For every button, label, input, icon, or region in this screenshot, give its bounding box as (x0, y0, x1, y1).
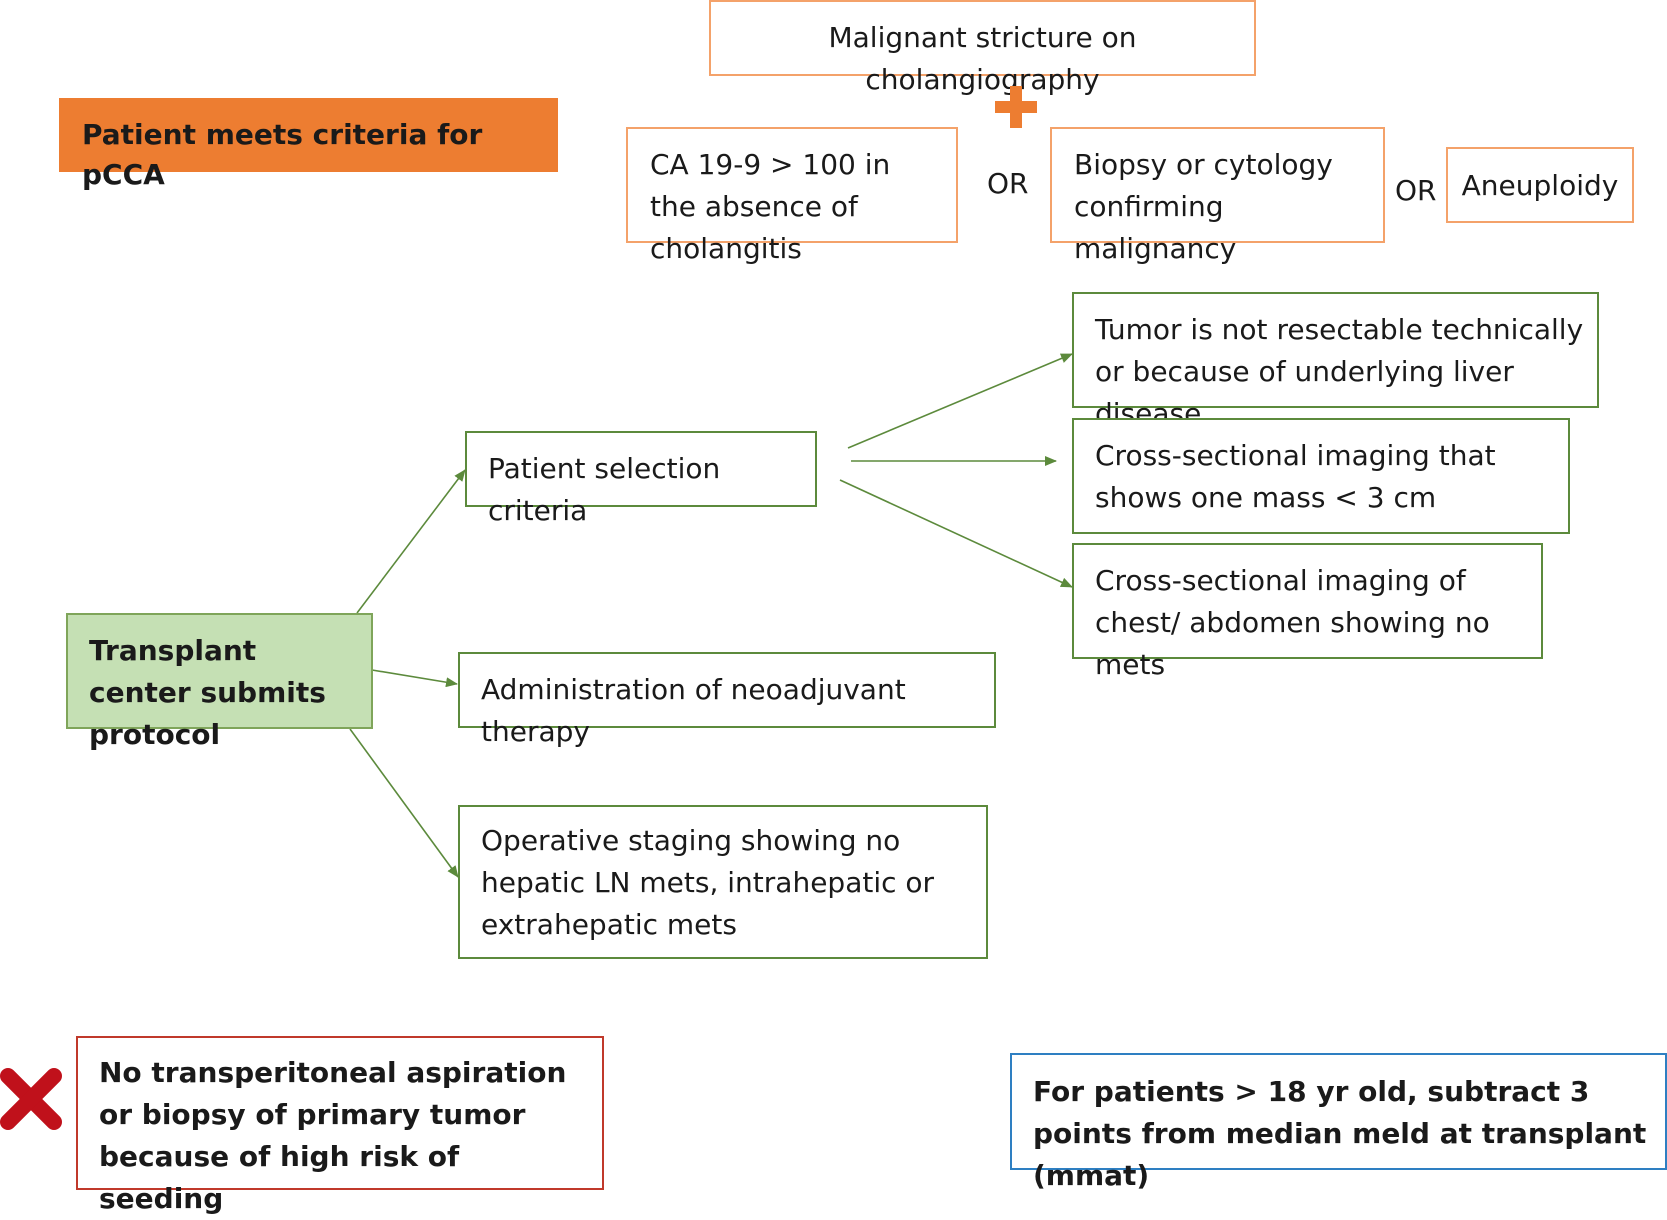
arrow-center-to-operative (349, 728, 459, 878)
pcca-criteria-title-text: Patient meets criteria for pCCA (82, 118, 483, 191)
ca199-box: CA 19-9 > 100 in the absence of cholangi… (626, 127, 958, 265)
aneuploidy-text: Aneuploidy (1461, 169, 1619, 202)
no-biopsy-box: No transperitoneal aspiration or biopsy … (76, 1036, 604, 1215)
arrow-center-to-neoadjuvant (371, 669, 458, 688)
biopsy-box: Biopsy or cytology confirming malignancy (1050, 127, 1385, 265)
neoadjuvant-text: Administration of neoadjuvant therapy (481, 673, 906, 748)
cross-icon (0, 1068, 62, 1130)
plus-icon (995, 86, 1037, 128)
selection-item-mass: Cross-sectional imaging that shows one m… (1072, 418, 1570, 534)
selection-criteria-box: Patient selection criteria (465, 431, 817, 527)
selection-item-resectable: Tumor is not resectable technically or b… (1072, 292, 1599, 430)
ca199-text: CA 19-9 > 100 in the absence of cholangi… (650, 148, 891, 265)
pcca-criteria-title: Patient meets criteria for pCCA (59, 98, 558, 191)
or-label-2: OR (1395, 174, 1437, 207)
connector-lines (349, 353, 1073, 878)
transplant-center-text: Transplant center submits protocol (89, 634, 326, 751)
selection-item-mass-text: Cross-sectional imaging that shows one m… (1095, 439, 1496, 514)
arrow-selection-to-nomets (839, 479, 1073, 588)
meld-note-text: For patients > 18 yr old, subtract 3 poi… (1033, 1075, 1647, 1192)
selection-item-no-mets-text: Cross-sectional imaging of chest/ abdome… (1095, 564, 1490, 681)
meld-note-box: For patients > 18 yr old, subtract 3 poi… (1010, 1053, 1667, 1192)
selection-item-resectable-text: Tumor is not resectable technically or b… (1095, 313, 1584, 430)
aneuploidy-box: Aneuploidy (1446, 147, 1634, 223)
biopsy-text: Biopsy or cytology confirming malignancy (1074, 148, 1333, 265)
arrow-selection-to-resectable (847, 353, 1073, 449)
transplant-center-box: Transplant center submits protocol (66, 613, 373, 751)
arrow-center-to-selection (356, 469, 466, 614)
selection-item-no-mets: Cross-sectional imaging of chest/ abdome… (1072, 543, 1543, 681)
operative-staging-text: Operative staging showing no hepatic LN … (481, 824, 935, 941)
operative-staging-box: Operative staging showing no hepatic LN … (458, 805, 988, 959)
selection-criteria-text: Patient selection criteria (488, 452, 721, 527)
stricture-box: Malignant stricture on cholangiography (709, 0, 1256, 96)
neoadjuvant-box: Administration of neoadjuvant therapy (458, 652, 996, 748)
or-label-1: OR (987, 167, 1029, 200)
stricture-text: Malignant stricture on cholangiography (828, 21, 1137, 96)
